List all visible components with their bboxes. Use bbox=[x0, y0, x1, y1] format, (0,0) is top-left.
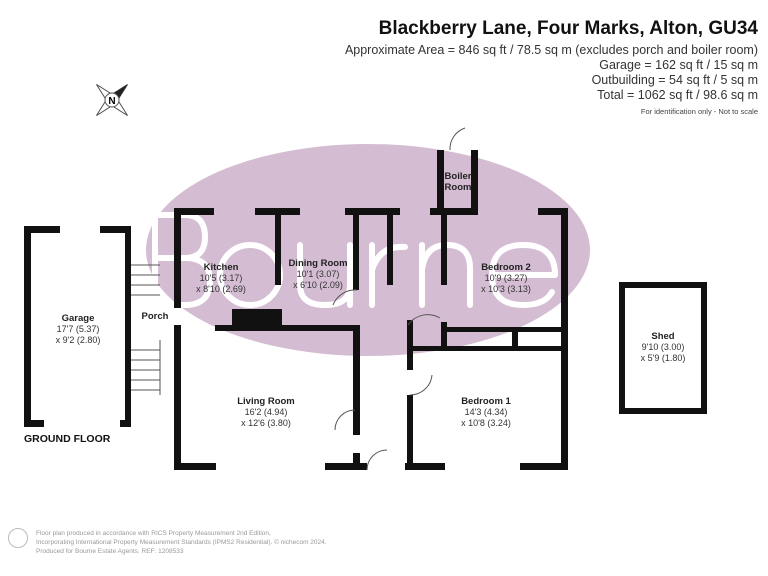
scale-note: For identification only - Not to scale bbox=[640, 107, 758, 116]
living-dim2: x 12'6 (3.80) bbox=[241, 418, 291, 428]
porch-label: Porch bbox=[142, 311, 169, 322]
bedroom1-dim1: 14'3 (4.34) bbox=[465, 407, 508, 417]
kitchen-label: Kitchen bbox=[204, 262, 239, 273]
bedroom2-dim2: x 10'3 (3.13) bbox=[481, 284, 531, 294]
property-title: Blackberry Lane, Four Marks, Alton, GU34 bbox=[378, 18, 758, 39]
boiler-label-2: Room bbox=[445, 182, 472, 193]
garage-area: Garage = 162 sq ft / 15 sq m bbox=[599, 58, 758, 72]
footer-line: Produced for Bourne Estate Agents. REF: … bbox=[36, 548, 184, 555]
watermark-ellipse bbox=[146, 144, 590, 356]
shed-label: Shed bbox=[651, 331, 674, 342]
dining-dim2: x 6'10 (2.09) bbox=[293, 280, 343, 290]
kitchen-dim2: x 8'10 (2.69) bbox=[196, 284, 246, 294]
kitchen-dim1: 10'5 (3.17) bbox=[200, 273, 243, 283]
footer: Floor plan produced in accordance with R… bbox=[36, 529, 327, 556]
area-line: Approximate Area = 846 sq ft / 78.5 sq m… bbox=[344, 43, 758, 57]
footer-line: Floor plan produced in accordance with R… bbox=[36, 530, 271, 537]
bedroom1-dim2: x 10'8 (3.24) bbox=[461, 418, 511, 428]
compass-icon bbox=[96, 84, 128, 116]
porch-stairs bbox=[131, 264, 161, 395]
bedroom2-dim1: 10'9 (3.27) bbox=[485, 273, 528, 283]
walls bbox=[24, 150, 707, 470]
living-label: Living Room bbox=[237, 396, 295, 407]
person-icon bbox=[8, 528, 28, 548]
dining-label: Dining Room bbox=[288, 258, 347, 269]
floor-label: GROUND FLOOR bbox=[24, 433, 111, 445]
bedroom2-label: Bedroom 2 bbox=[481, 262, 531, 273]
shed-dim1: 9'10 (3.00) bbox=[642, 342, 685, 352]
total-area: Total = 1062 sq ft / 98.6 sq m bbox=[597, 88, 758, 102]
outbuilding-area: Outbuilding = 54 sq ft / 5 sq m bbox=[591, 73, 758, 87]
garage-dim2: x 9'2 (2.80) bbox=[56, 335, 101, 345]
garage-label: Garage bbox=[62, 313, 95, 324]
garage-dim1: 17'7 (5.37) bbox=[57, 324, 100, 334]
header: Blackberry Lane, Four Marks, Alton, GU34… bbox=[345, 18, 758, 116]
shed-dim2: x 5'9 (1.80) bbox=[641, 353, 686, 363]
boiler-label-1: Boiler bbox=[445, 171, 472, 182]
watermark-logo bbox=[152, 212, 558, 308]
living-dim1: 16'2 (4.94) bbox=[245, 407, 288, 417]
doors bbox=[332, 127, 466, 471]
footer-line: Incorporating International Property Mea… bbox=[36, 539, 327, 546]
bedroom1-label: Bedroom 1 bbox=[461, 396, 511, 407]
dining-dim1: 10'1 (3.07) bbox=[297, 269, 340, 279]
compass-north: N bbox=[108, 96, 115, 107]
